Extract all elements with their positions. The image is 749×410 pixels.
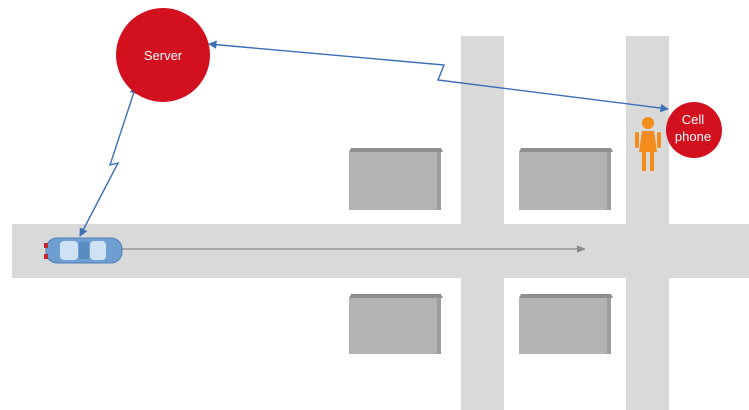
- car-icon: [44, 237, 123, 264]
- building-bottom-right: [519, 294, 613, 354]
- link-server-cellphone: [208, 40, 669, 113]
- buildings: [349, 148, 613, 354]
- person-icon: [635, 117, 661, 171]
- road-vertical-right: [626, 36, 669, 410]
- cellphone-node: Cell phone: [666, 102, 722, 158]
- building-top-right: [519, 148, 613, 210]
- cellphone-label-line2: phone: [675, 129, 711, 144]
- server-label: Server: [144, 48, 183, 63]
- link-car-server: [79, 85, 138, 237]
- cellphone-label-line1: Cell: [682, 112, 705, 127]
- server-node: Server: [116, 8, 210, 102]
- building-top-left: [349, 148, 443, 210]
- road-vertical-left: [461, 36, 504, 410]
- building-bottom-left: [349, 294, 443, 354]
